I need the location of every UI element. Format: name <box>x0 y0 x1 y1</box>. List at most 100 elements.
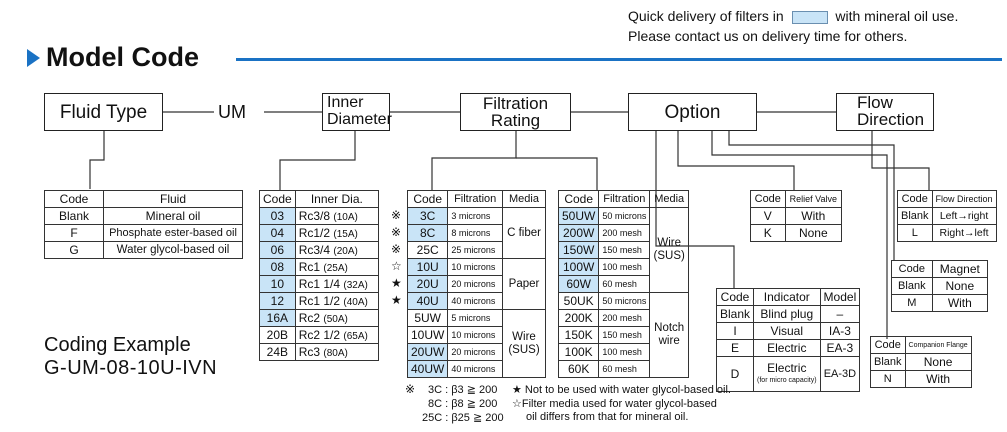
fluid-name: Water glycol-based oil <box>103 241 243 259</box>
field-um: UM <box>218 102 246 122</box>
filtration-line1: Filtration <box>482 94 549 113</box>
field-filtration-rating: Filtration Rating <box>460 93 571 131</box>
indicator-model: IA-3 <box>819 322 861 340</box>
indicator-value-d: Electric(for micro capacity) <box>753 356 821 392</box>
indicator-header-indicator: Indicator <box>753 288 821 306</box>
filt1-code: 10U <box>406 258 449 276</box>
filt1-filtration: 40 microns <box>447 360 503 378</box>
inner-dia-rc: Rc2 1/2 <box>298 328 341 342</box>
filt1-filtration: 10 microns <box>447 258 503 276</box>
option-label: Option <box>664 101 721 123</box>
filt1-filtration: 8 microns <box>447 224 503 242</box>
indicator-value: Visual <box>753 322 821 340</box>
flange-code: Blank <box>870 353 906 371</box>
footnote-star-1: ★ Not to be used with water glycol-based… <box>512 384 731 396</box>
fluid-code: F <box>44 224 104 242</box>
flange-value: None <box>904 353 972 371</box>
footnote-beta-25c: 25C : β25 ≧ 200 <box>422 412 504 424</box>
relief-header-valve: Relief Valve <box>784 190 843 208</box>
indicator-value: Electric <box>753 339 821 357</box>
flow-code: Blank <box>897 207 933 225</box>
fluid-header-code: Code <box>44 190 104 208</box>
flow-line1: Flow <box>857 93 893 112</box>
footnote-mark: ※ <box>405 382 416 396</box>
filt1-filtration: 10 microns <box>447 326 503 344</box>
filt1-code: 25C <box>406 241 449 259</box>
relief-value: With <box>784 207 843 225</box>
filt2-code: 150K <box>557 326 600 344</box>
filt1-filtration: 40 microns <box>447 292 503 310</box>
inner-dia-rc: Rc3/8 <box>298 209 331 223</box>
filt1-filtration: 5 microns <box>447 309 503 327</box>
magnet-header-code: Code <box>891 260 933 278</box>
filtration-mark-icon: ※ <box>391 225 402 239</box>
footnote-beta-3c: 3C : β3 ≧ 200 <box>428 384 498 396</box>
inner-dia-rc: Rc1 1/2 <box>298 294 341 308</box>
flow-value: Left→right <box>931 207 997 225</box>
inner-dia-rc: Rc3/4 <box>298 243 331 257</box>
inner-dia: Rc3 (80A) <box>294 343 380 361</box>
page-title: Model Code <box>46 42 199 72</box>
filt1-code: 3C <box>406 207 449 225</box>
inner-diameter-line2: Diameter <box>327 111 392 128</box>
inner-dia-size: (40A) <box>343 297 368 308</box>
inner-code: 12 <box>259 292 296 310</box>
filt1-filtration: 20 microns <box>447 275 503 293</box>
filt2-filtration: 200 mesh <box>598 309 651 327</box>
filt1-code: 20UW <box>406 343 449 361</box>
inner-diameter-line1: Inner <box>327 94 364 111</box>
filt2-code: 60W <box>557 275 600 293</box>
inner-dia-rc: Rc1/2 <box>298 226 331 240</box>
magnet-value: With <box>931 294 989 312</box>
coding-example-value: G-UM-08-10U-IVN <box>44 357 218 379</box>
fluid-code: G <box>44 241 104 259</box>
relief-code: K <box>750 224 786 242</box>
filt2-filtration: 150 mesh <box>598 326 651 344</box>
filt2-code: 200W <box>557 224 600 242</box>
inner-dia-size: (65A) <box>343 331 368 342</box>
filt2-code: 60K <box>557 360 600 378</box>
indicator-value: Blind plug <box>753 305 821 323</box>
inner-dia-rc: Rc3 <box>298 345 321 359</box>
relief-code: V <box>750 207 786 225</box>
heading-rule <box>236 58 1002 61</box>
filtration-mark-icon: ★ <box>391 293 402 307</box>
inner-dia: Rc2 1/2 (65A) <box>294 326 380 344</box>
filt2-filtration: 50 microns <box>598 207 651 225</box>
filt2-code: 50UK <box>557 292 600 310</box>
flange-header-flange: Companion Flange <box>904 336 972 354</box>
inner-dia-size: (25A) <box>323 263 348 274</box>
inner-code: 10 <box>259 275 296 293</box>
inner-code: 04 <box>259 224 296 242</box>
indicator-code: I <box>715 322 755 340</box>
filt2-filtration: 60 mesh <box>598 275 651 293</box>
filt1-code: 40U <box>406 292 449 310</box>
inner-dia-size: (80A) <box>323 348 348 359</box>
magnet-code: Blank <box>891 277 933 295</box>
